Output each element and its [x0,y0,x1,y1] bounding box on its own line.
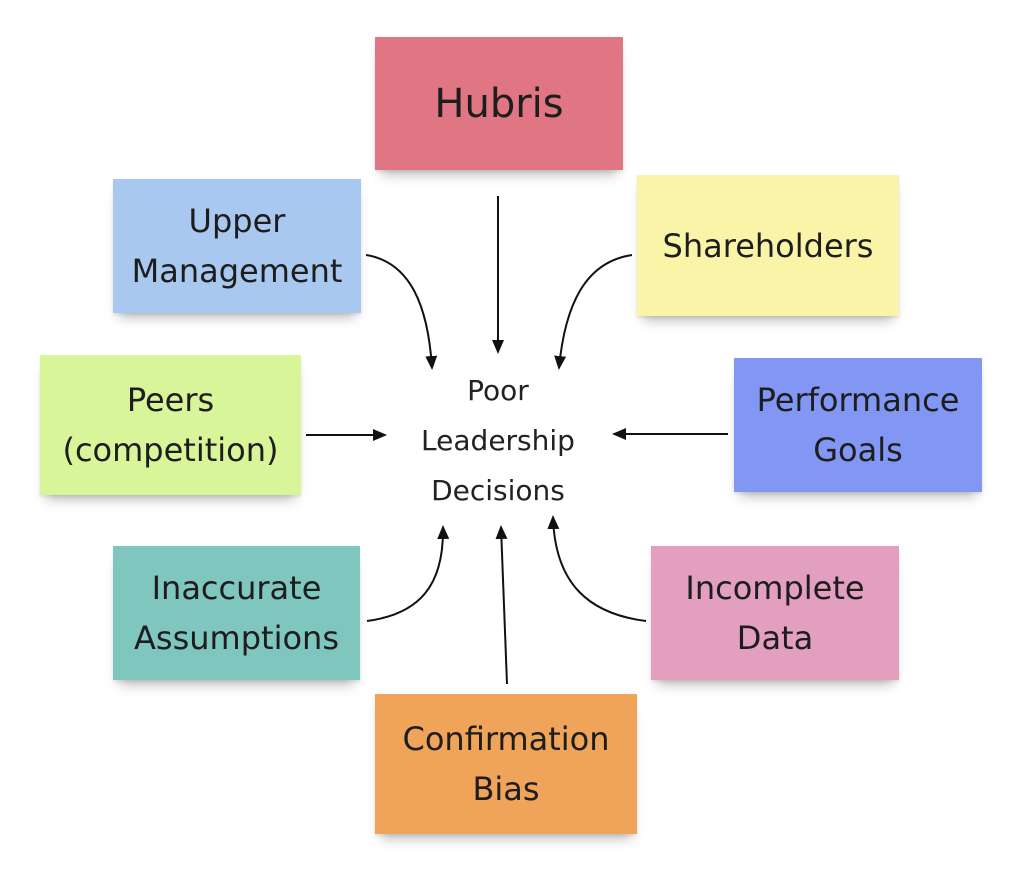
note-inaccurate-assumptions-label: Inaccurate Assumptions [134,569,339,657]
center-label-text: Poor Leadership Decisions [421,374,575,507]
note-performance-goals: Performance Goals [734,358,982,492]
note-upper-management-label: Upper Management [131,202,343,290]
note-confirmation-bias-label: Confirmation Bias [402,720,610,808]
note-upper-management: Upper Management [113,179,361,313]
arrow-inaccurate-assumptions [366,525,450,622]
note-performance-goals-label: Performance Goals [756,381,960,469]
arrow-incomplete-data [547,515,647,622]
note-peers-label: Peers (competition) [62,381,279,469]
note-shareholders-label: Shareholders [662,226,874,265]
arrow-upper-management [365,254,438,370]
note-hubris-label: Hubris [434,80,564,127]
note-incomplete-data: Incomplete Data [651,546,899,680]
arrow-shareholders [554,254,633,370]
note-hubris: Hubris [375,37,623,170]
note-incomplete-data-label: Incomplete Data [685,569,865,657]
center-label: Poor Leadership Decisions [390,366,606,516]
note-peers: Peers (competition) [40,355,301,495]
arrow-confirmation-bias [495,525,508,685]
note-shareholders: Shareholders [637,175,899,316]
note-confirmation-bias: Confirmation Bias [375,694,637,834]
note-inaccurate-assumptions: Inaccurate Assumptions [113,546,360,680]
